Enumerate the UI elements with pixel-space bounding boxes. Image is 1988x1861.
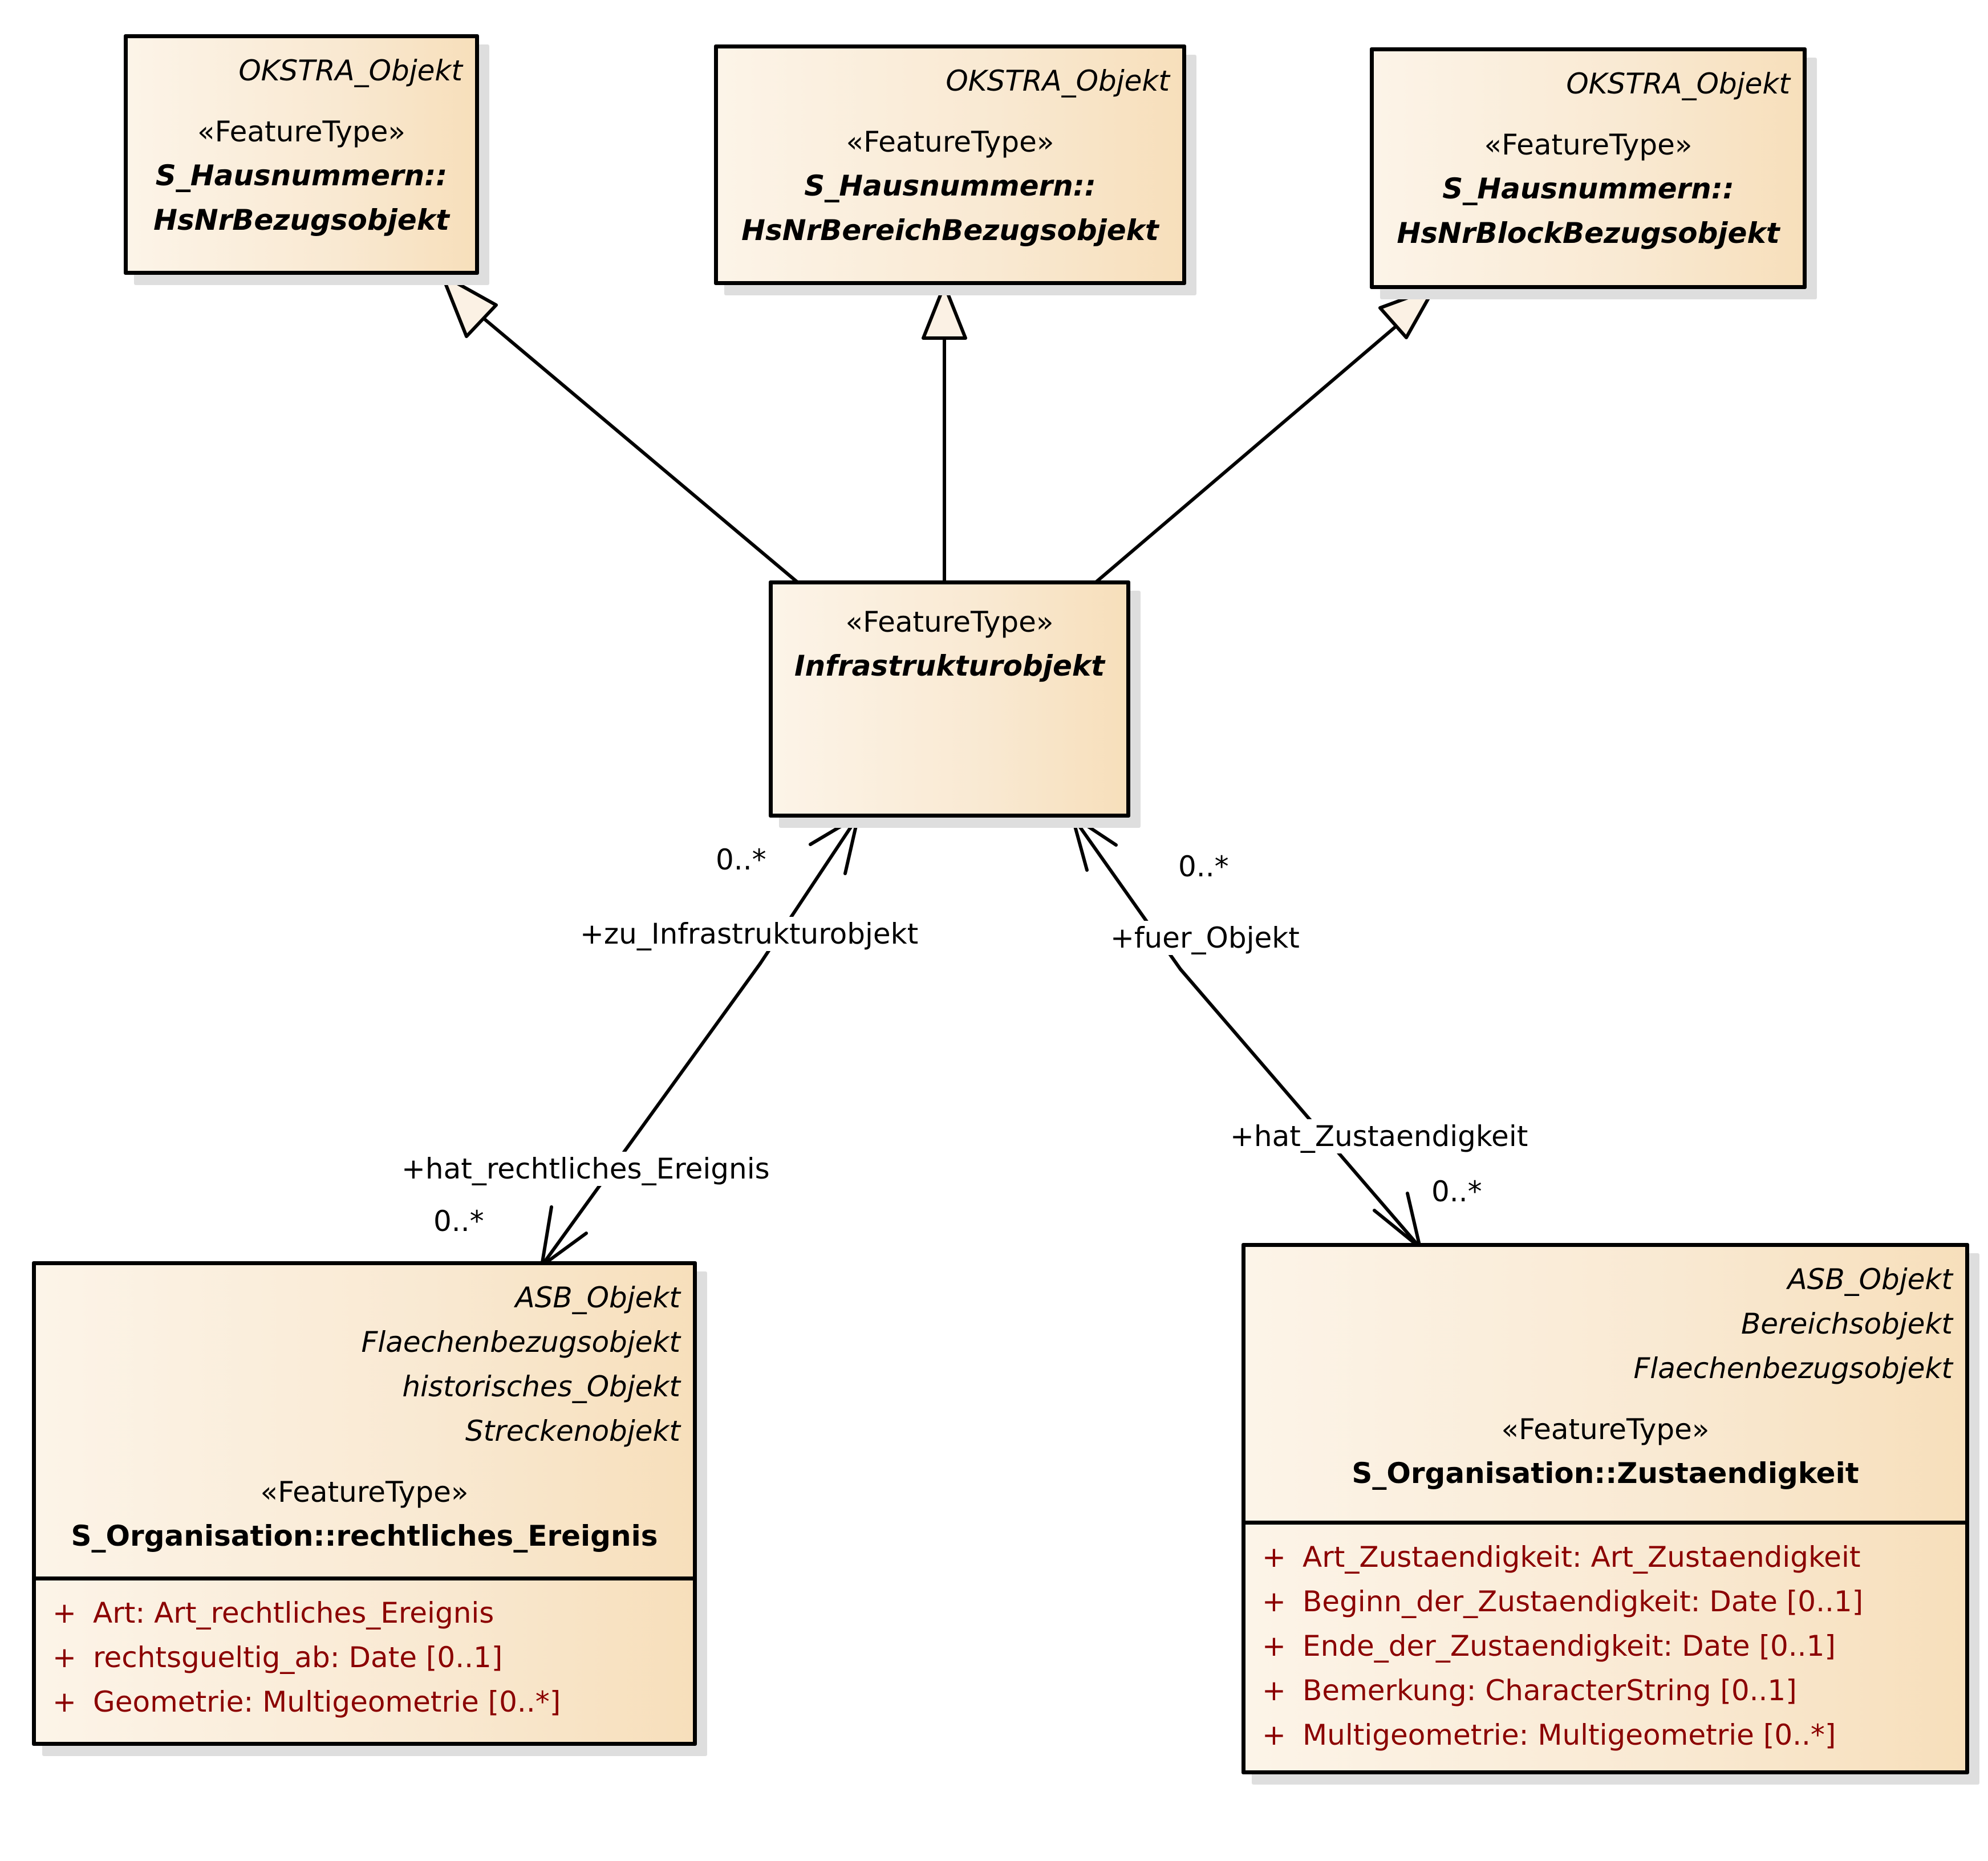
generalization-line-hsnrbezugsobjekt[interactable]	[483, 318, 802, 586]
visibility-marker: +	[52, 1685, 76, 1718]
role-label[interactable]: +hat_Zustaendigkeit	[1228, 1119, 1531, 1153]
attribute-row[interactable]: + Multigeometrie: Multigeometrie [0..*]	[1245, 1713, 1965, 1757]
generalization-arrowhead-icon	[440, 273, 498, 338]
class-name: S_Hausnummern::	[155, 159, 448, 192]
visibility-marker: +	[52, 1641, 76, 1674]
tagged-value: OKSTRA_Objekt	[946, 64, 1170, 97]
attribute-text: Geometrie: Multigeometrie [0..*]	[93, 1685, 561, 1718]
attribute-compartment: +Art_Zustaendigkeit: Art_Zustaendigkeit …	[1245, 1521, 1965, 1769]
tagged-value: Flaechenbezugsobjekt	[361, 1326, 680, 1359]
attribute-text: Beginn_der_Zustaendigkeit: Date [0..1]	[1303, 1585, 1864, 1618]
stereotype-label: «FeatureType»	[197, 115, 405, 148]
visibility-marker: +	[1262, 1630, 1286, 1663]
generalization-arrowhead-icon	[922, 283, 967, 340]
class-hsnrbezugsobjekt[interactable]: OKSTRA_Objekt «FeatureType» S_Hausnummer…	[124, 34, 479, 275]
generalization-line-hsnrblockbezugsobjekt[interactable]	[1092, 322, 1401, 586]
attribute-row[interactable]: + Geometrie: Multigeometrie [0..*]	[36, 1680, 693, 1724]
class-name: HsNrBlockBezugsobjekt	[1397, 217, 1780, 250]
class-name: S_Hausnummern::	[1442, 172, 1734, 205]
visibility-marker: +	[1262, 1718, 1286, 1752]
class-zustaendigkeit[interactable]: ASB_Objekt Bereichsobjekt Flaechenbezugs…	[1242, 1243, 1969, 1774]
class-name: S_Organisation::rechtliches_Ereignis	[71, 1519, 658, 1553]
class-name: Infrastrukturobjekt	[794, 649, 1105, 682]
stereotype-label: «FeatureType»	[1501, 1413, 1710, 1446]
tagged-value: Flaechenbezugsobjekt	[1633, 1352, 1953, 1385]
visibility-marker: +	[1262, 1585, 1286, 1618]
class-name: HsNrBereichBezugsobjekt	[741, 214, 1159, 247]
attribute-text: Bemerkung: CharacterString [0..1]	[1303, 1674, 1797, 1707]
attribute-text: rechtsgueltig_ab: Date [0..1]	[93, 1641, 503, 1674]
class-name: S_Organisation::Zustaendigkeit	[1352, 1457, 1859, 1490]
attribute-text: Multigeometrie: Multigeometrie [0..*]	[1303, 1718, 1836, 1752]
multiplicity-label: 0..*	[433, 1205, 484, 1238]
class-hsnrbereichbezugsobjekt[interactable]: OKSTRA_Objekt «FeatureType» S_Hausnummer…	[714, 44, 1186, 285]
attribute-row[interactable]: + Ende_der_Zustaendigkeit: Date [0..1]	[1245, 1624, 1965, 1668]
association-line-zustaendigkeit-lower[interactable]	[1179, 968, 1422, 1249]
tagged-value: historisches_Objekt	[402, 1370, 680, 1403]
multiplicity-label: 0..*	[1178, 850, 1229, 883]
class-name: S_Hausnummern::	[804, 169, 1096, 202]
attribute-row[interactable]: + Art_Zustaendigkeit: Art_Zustaendigkeit	[1245, 1535, 1965, 1579]
generalization-arrowhead-icon	[1378, 286, 1436, 339]
class-infrastrukturobjekt[interactable]: «FeatureType» Infrastrukturobjekt	[769, 580, 1130, 818]
association-line-rechtliches-ereignis-lower[interactable]	[540, 962, 762, 1267]
tagged-value: OKSTRA_Objekt	[1566, 67, 1790, 100]
stereotype-label: «FeatureType»	[846, 125, 1054, 159]
attribute-row[interactable]: + rechtsgueltig_ab: Date [0..1]	[36, 1635, 693, 1680]
attribute-text: Art_Zustaendigkeit: Art_Zustaendigkeit	[1303, 1541, 1861, 1574]
attribute-row[interactable]: + Art: Art_rechtliches_Ereignis	[36, 1591, 693, 1635]
class-name: HsNrBezugsobjekt	[153, 204, 449, 237]
attribute-text: Art: Art_rechtliches_Ereignis	[93, 1596, 494, 1630]
role-label[interactable]: +fuer_Objekt	[1108, 921, 1302, 955]
attribute-row[interactable]: + Beginn_der_Zustaendigkeit: Date [0..1]	[1245, 1579, 1965, 1624]
role-label[interactable]: +zu_Infrastrukturobjekt	[578, 917, 921, 951]
visibility-marker: +	[1262, 1674, 1286, 1707]
attribute-text: Ende_der_Zustaendigkeit: Date [0..1]	[1303, 1630, 1836, 1663]
class-hsnrblockbezugsobjekt[interactable]: OKSTRA_Objekt «FeatureType» S_Hausnummer…	[1370, 47, 1807, 289]
stereotype-label: «FeatureType»	[260, 1476, 469, 1509]
tagged-value: ASB_Objekt	[515, 1281, 680, 1314]
role-label[interactable]: +hat_rechtliches_Ereignis	[399, 1152, 772, 1186]
multiplicity-label: 0..*	[1431, 1175, 1482, 1208]
visibility-marker: +	[52, 1596, 76, 1630]
multiplicity-label: 0..*	[716, 843, 766, 876]
stereotype-label: «FeatureType»	[1484, 128, 1693, 161]
attribute-compartment: + Art: Art_rechtliches_Ereignis + rechtsgu…	[36, 1576, 693, 1736]
tagged-value: ASB_Objekt	[1787, 1263, 1953, 1296]
visibility-marker: +	[1262, 1541, 1286, 1574]
attribute-row[interactable]: + Bemerkung: CharacterString [0..1]	[1245, 1668, 1965, 1713]
tagged-value: Bereichsobjekt	[1740, 1307, 1953, 1340]
tagged-value: Streckenobjekt	[465, 1415, 680, 1448]
stereotype-label: «FeatureType»	[845, 606, 1054, 639]
tagged-value: OKSTRA_Objekt	[238, 54, 462, 87]
class-rechtliches-ereignis[interactable]: ASB_Objekt Flaechenbezugsobjekt historis…	[32, 1261, 697, 1746]
